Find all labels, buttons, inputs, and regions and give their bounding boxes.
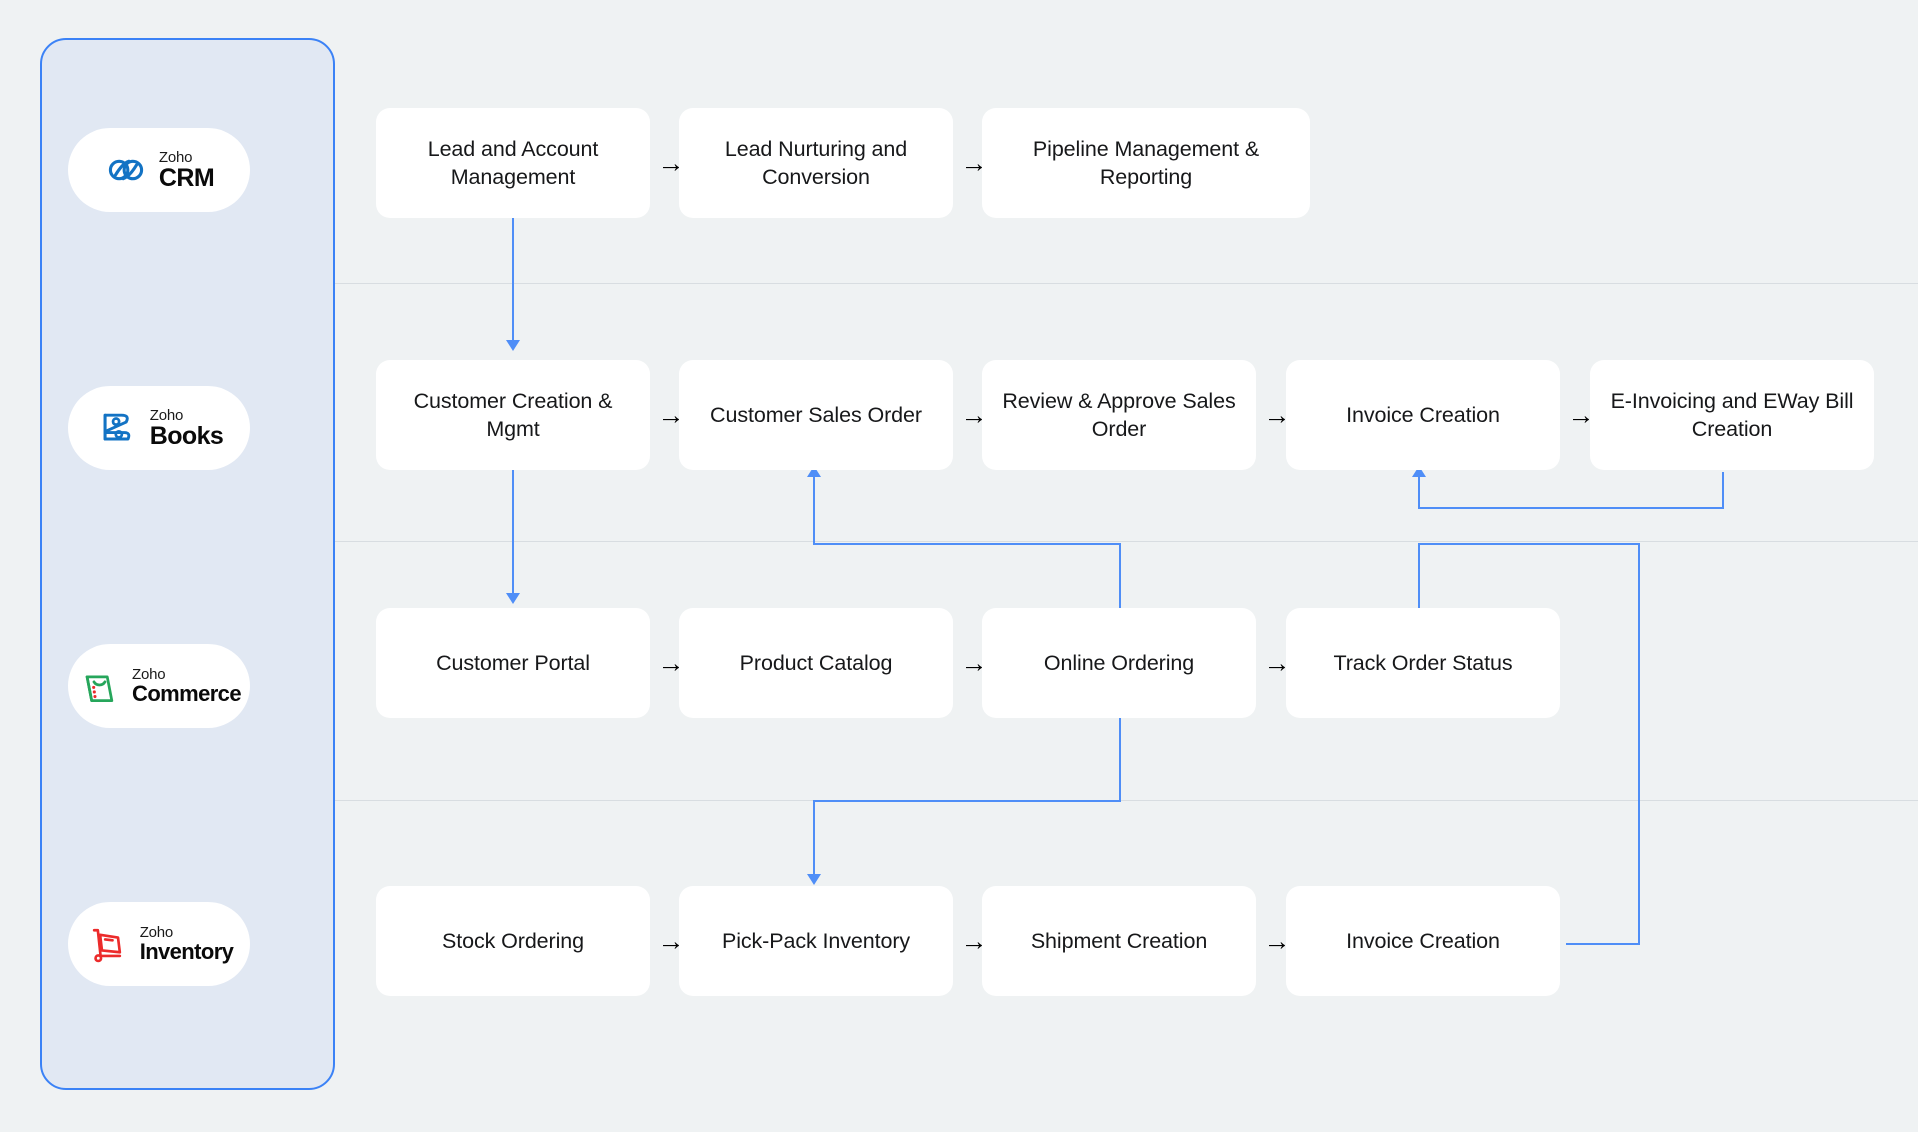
app-name-label: Commerce <box>132 681 242 706</box>
connector-einvoicing-to-invoice-seg-v-left <box>1418 475 1420 508</box>
connector-einvoicing-to-invoice-arrowhead <box>1412 466 1426 477</box>
zoho-books-logo-icon <box>103 413 131 441</box>
connector-online-to-pickpack-arrowhead <box>807 874 821 885</box>
connector-online-to-pickpack-seg-v-right <box>1119 712 1121 802</box>
node-customer-portal[interactable]: Customer Portal <box>376 608 650 718</box>
connector-einvoicing-to-invoice-seg-v-right <box>1722 472 1724 509</box>
zoho-commerce-logo-icon <box>85 675 114 703</box>
brand-label: Zoho <box>132 666 166 683</box>
connector-inventory-invoice-to-track-seg-v-left <box>1418 543 1420 615</box>
connector-inventory-invoice-to-track-seg-h-bottom <box>1566 943 1640 945</box>
brand-label: Zoho <box>149 406 184 424</box>
row-divider-crm-books <box>40 283 1918 284</box>
app-name-label: CRM <box>158 163 215 192</box>
connector-online-to-sales-order-seg-v-right <box>1119 544 1121 624</box>
node-lead-nurturing-and-conversion[interactable]: Lead Nurturing and Conversion <box>679 108 953 218</box>
app-badge-commerce-text: Zoho Commerce <box>132 666 242 706</box>
node-e-invoicing-and-eway-bill-creation[interactable]: E-Invoicing and EWay Bill Creation <box>1590 360 1874 470</box>
node-online-ordering[interactable]: Online Ordering <box>982 608 1256 718</box>
connector-online-to-sales-order-seg-h <box>813 543 1121 545</box>
app-badge-crm-text: Zoho CRM <box>158 148 215 192</box>
app-badge-inventory-text: Zoho Inventory <box>140 925 234 963</box>
brand-label: Zoho <box>139 924 174 941</box>
connector-online-to-pickpack-seg-h <box>813 800 1121 802</box>
connector-einvoicing-to-invoice-seg-h <box>1418 507 1724 509</box>
connector-online-to-pickpack-seg-v-left <box>813 800 815 878</box>
row-divider-books-commerce <box>40 541 1918 542</box>
node-invoice-creation-inventory[interactable]: Invoice Creation <box>1286 886 1560 996</box>
zoho-crm-logo-icon <box>108 159 144 181</box>
node-review-and-approve-sales-order[interactable]: Review & Approve Sales Order <box>982 360 1256 470</box>
node-invoice-creation-books[interactable]: Invoice Creation <box>1286 360 1560 470</box>
connector-inventory-invoice-to-track-seg-h-top <box>1418 543 1640 545</box>
app-name-label: Books <box>149 421 224 450</box>
node-stock-ordering[interactable]: Stock Ordering <box>376 886 650 996</box>
node-customer-sales-order[interactable]: Customer Sales Order <box>679 360 953 470</box>
brand-label: Zoho <box>158 148 193 166</box>
connector-customer-to-portal <box>512 470 514 598</box>
node-track-order-status[interactable]: Track Order Status <box>1286 608 1560 718</box>
connector-customer-to-portal-arrowhead <box>506 593 520 604</box>
node-product-catalog[interactable]: Product Catalog <box>679 608 953 718</box>
connector-online-to-sales-order-seg-v-left <box>813 475 815 544</box>
node-lead-and-account-management[interactable]: Lead and Account Management <box>376 108 650 218</box>
connector-lead-to-customer-arrowhead <box>506 340 520 351</box>
app-badge-crm[interactable]: Zoho CRM <box>68 128 250 212</box>
app-badge-books[interactable]: Zoho Books <box>68 386 250 470</box>
app-badge-commerce[interactable]: Zoho Commerce <box>68 644 250 728</box>
node-customer-creation-and-mgmt[interactable]: Customer Creation & Mgmt <box>376 360 650 470</box>
node-pick-pack-inventory[interactable]: Pick-Pack Inventory <box>679 886 953 996</box>
connector-online-to-sales-order-arrowhead <box>807 466 821 477</box>
zoho-inventory-logo-icon <box>92 928 121 963</box>
app-badge-inventory[interactable]: Zoho Inventory <box>68 902 250 986</box>
app-badge-books-text: Zoho Books <box>149 406 224 450</box>
connector-lead-to-customer <box>512 217 514 345</box>
app-name-label: Inventory <box>139 939 234 964</box>
node-shipment-creation[interactable]: Shipment Creation <box>982 886 1256 996</box>
node-pipeline-management-and-reporting[interactable]: Pipeline Management & Reporting <box>982 108 1310 218</box>
connector-inventory-invoice-to-track-seg-v-right <box>1638 543 1640 945</box>
